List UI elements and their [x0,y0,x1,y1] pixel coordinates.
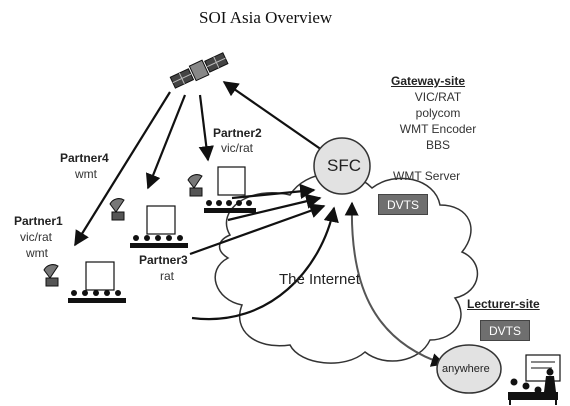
partner2-name: Partner2 [213,126,262,140]
partner-uplinks [189,183,339,321]
partner1-protocol: wmt [26,246,48,260]
lecturer-site-heading: Lecturer-site [467,297,540,311]
lecturer-dvts-box: DVTS [480,320,530,341]
satellite-dish-icon [187,174,203,197]
partner3-name: Partner3 [139,253,188,267]
satellite-downlinks [74,81,323,247]
partner1-protocol: vic/rat [20,230,53,244]
satellite-icon [169,52,229,89]
lecturer-link [344,201,446,367]
gateway-item: VIC/RAT [414,90,462,104]
gateway-item: polycom [415,106,461,120]
partner1-site [43,261,126,303]
partner2-site [187,166,256,213]
lecturer-dvts-label: DVTS [488,323,521,338]
partner4-name: Partner4 [60,151,109,165]
gateway-dvts-box: DVTS [378,194,428,215]
gateway-site-heading: Gateway-site [391,74,466,88]
internet-label: The Internet [279,271,360,288]
sfc-label: SFC [327,156,361,175]
satellite-dish-icon [109,198,125,221]
gateway-dvts-label: DVTS [386,197,419,212]
audience-row-icon [130,235,188,248]
classroom-screen-icon [85,261,115,291]
audience-row-icon [204,200,256,213]
classroom-screen-icon [217,166,246,196]
anywhere-node [436,344,502,394]
diagram-title: SOI Asia Overview [199,8,333,27]
internet-cloud [214,172,478,364]
sfc-node [313,137,371,195]
audience-row-icon [68,290,126,303]
anywhere-label: anywhere [442,363,490,375]
partner4-protocol: wmt [75,167,97,181]
partner1-name: Partner1 [14,214,63,228]
lecturer-presenter-icon [508,354,561,405]
classroom-screen-icon [146,205,176,235]
gateway-item: WMT Server [393,169,461,183]
gateway-item: BBS [425,138,450,152]
partner3-protocol: rat [160,269,175,283]
satellite-dish-icon [43,264,59,287]
partner3-site [109,198,188,248]
partner2-protocol: vic/rat [221,141,254,155]
gateway-item: WMT Encoder [399,122,477,136]
